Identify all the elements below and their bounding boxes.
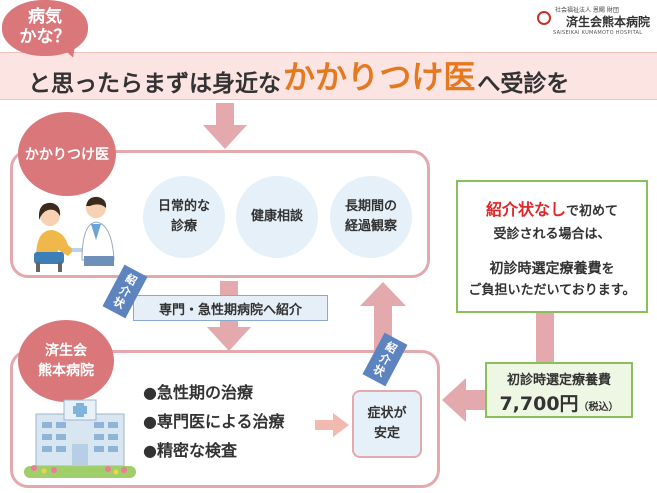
arrow-left-icon bbox=[442, 378, 488, 422]
topic-daily-care-line1: 日常的な bbox=[157, 199, 210, 214]
topic-long-term-line2: 経過観察 bbox=[344, 219, 397, 234]
fee-label: 初診時選定療養費 bbox=[506, 373, 611, 388]
fee-tax: （税込） bbox=[578, 402, 619, 413]
stable-line2: 安定 bbox=[373, 426, 400, 441]
speech-bubble: 病気 かな？ bbox=[2, 0, 88, 56]
bubble-line-1: 病気 bbox=[28, 7, 62, 27]
headline-pre: と思ったらまずは身近な bbox=[28, 71, 281, 97]
doctor-patient-illustration bbox=[34, 196, 115, 272]
logo-small-text: 社会福祉法人 恩賜 財団 bbox=[555, 7, 619, 14]
headline: と思ったらまずは身近な かかりつけ医 へ受診を bbox=[28, 54, 569, 98]
info-connector bbox=[536, 313, 554, 365]
hospital-logo-icon bbox=[537, 11, 551, 25]
info-fee-name: 初診時選定療養費 bbox=[489, 261, 602, 277]
headline-key: かかりつけ医 bbox=[283, 58, 476, 96]
info-line-1: 紹介状なしで初めて bbox=[458, 198, 646, 224]
fee-amount: 7,700円 bbox=[499, 393, 579, 415]
headline-post: へ受診を bbox=[477, 71, 570, 97]
bullet-specialist-treatment: ●専門医による治療 bbox=[143, 412, 285, 431]
arrow-down-icon bbox=[203, 103, 247, 149]
fee-box: 初診時選定療養費 7,700円（税込） bbox=[485, 362, 633, 418]
hospital-building-illustration bbox=[24, 399, 136, 478]
bubble-line-2: かな？ bbox=[19, 27, 71, 47]
logo-name: 済生会熊本病院 bbox=[566, 15, 651, 29]
info-line3-rest: を bbox=[601, 262, 615, 277]
topic-health-consultation-label: 健康相談 bbox=[250, 209, 303, 224]
referral-bar: 専門・急性期病院へ紹介 bbox=[133, 295, 328, 321]
topic-health-consultation: 健康相談 bbox=[236, 176, 318, 258]
info-line-2: 受診される場合は、 bbox=[493, 227, 611, 242]
arrow-right-icon bbox=[315, 413, 349, 437]
kakaritsuke-label: かかりつけ医 bbox=[18, 112, 116, 196]
info-line-4: ご負担いただいております。 bbox=[468, 283, 636, 298]
header-band bbox=[0, 52, 657, 100]
topic-daily-care: 日常的な診療 bbox=[143, 176, 225, 258]
saiseikai-label: 済生会 熊本病院 bbox=[18, 320, 114, 402]
info-box: 紹介状なしで初めて 受診される場合は、 初診時選定療養費を ご負担いただいており… bbox=[456, 180, 648, 313]
topic-long-term-line1: 長期間の bbox=[344, 199, 397, 214]
bullet-acute-treatment: ●急性期の治療 bbox=[143, 383, 253, 402]
saiseikai-label-line2: 熊本病院 bbox=[38, 363, 94, 379]
bullet-detailed-examination: ●精密な検査 bbox=[143, 441, 237, 460]
topic-long-term-observation: 長期間の経過観察 bbox=[330, 176, 412, 258]
info-line1-rest: で初めて bbox=[566, 204, 619, 219]
topic-daily-care-line2: 診療 bbox=[170, 219, 197, 234]
logo-english: SAISEIKAI KUMAMOTO HOSPITAL bbox=[553, 30, 643, 36]
symptoms-stable-box: 症状が安定 bbox=[352, 390, 422, 458]
info-no-referral: 紹介状なし bbox=[485, 200, 566, 219]
info-line-3: 初診時選定療養費を bbox=[458, 258, 646, 281]
stable-line1: 症状が bbox=[367, 406, 407, 421]
saiseikai-label-line1: 済生会 bbox=[45, 343, 87, 359]
